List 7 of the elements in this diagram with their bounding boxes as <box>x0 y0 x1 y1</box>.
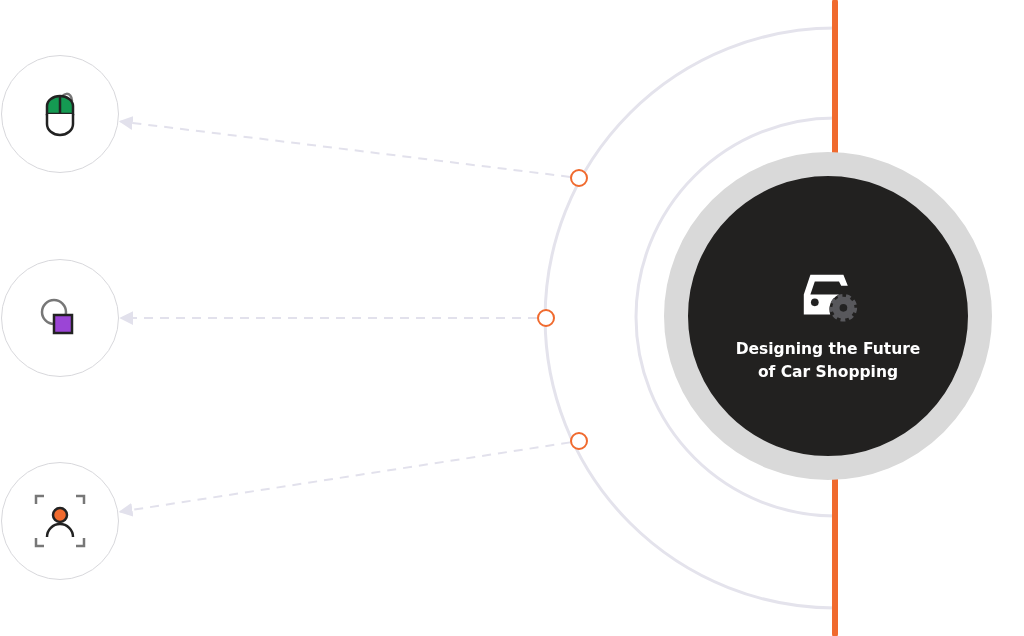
ring-marker <box>537 309 555 327</box>
ring-marker <box>570 169 588 187</box>
hub-title: Designing the Future of Car Shopping <box>734 339 922 384</box>
ring-marker <box>570 432 588 450</box>
arrow <box>118 441 572 517</box>
arrow <box>118 116 572 178</box>
arrow <box>119 311 538 325</box>
